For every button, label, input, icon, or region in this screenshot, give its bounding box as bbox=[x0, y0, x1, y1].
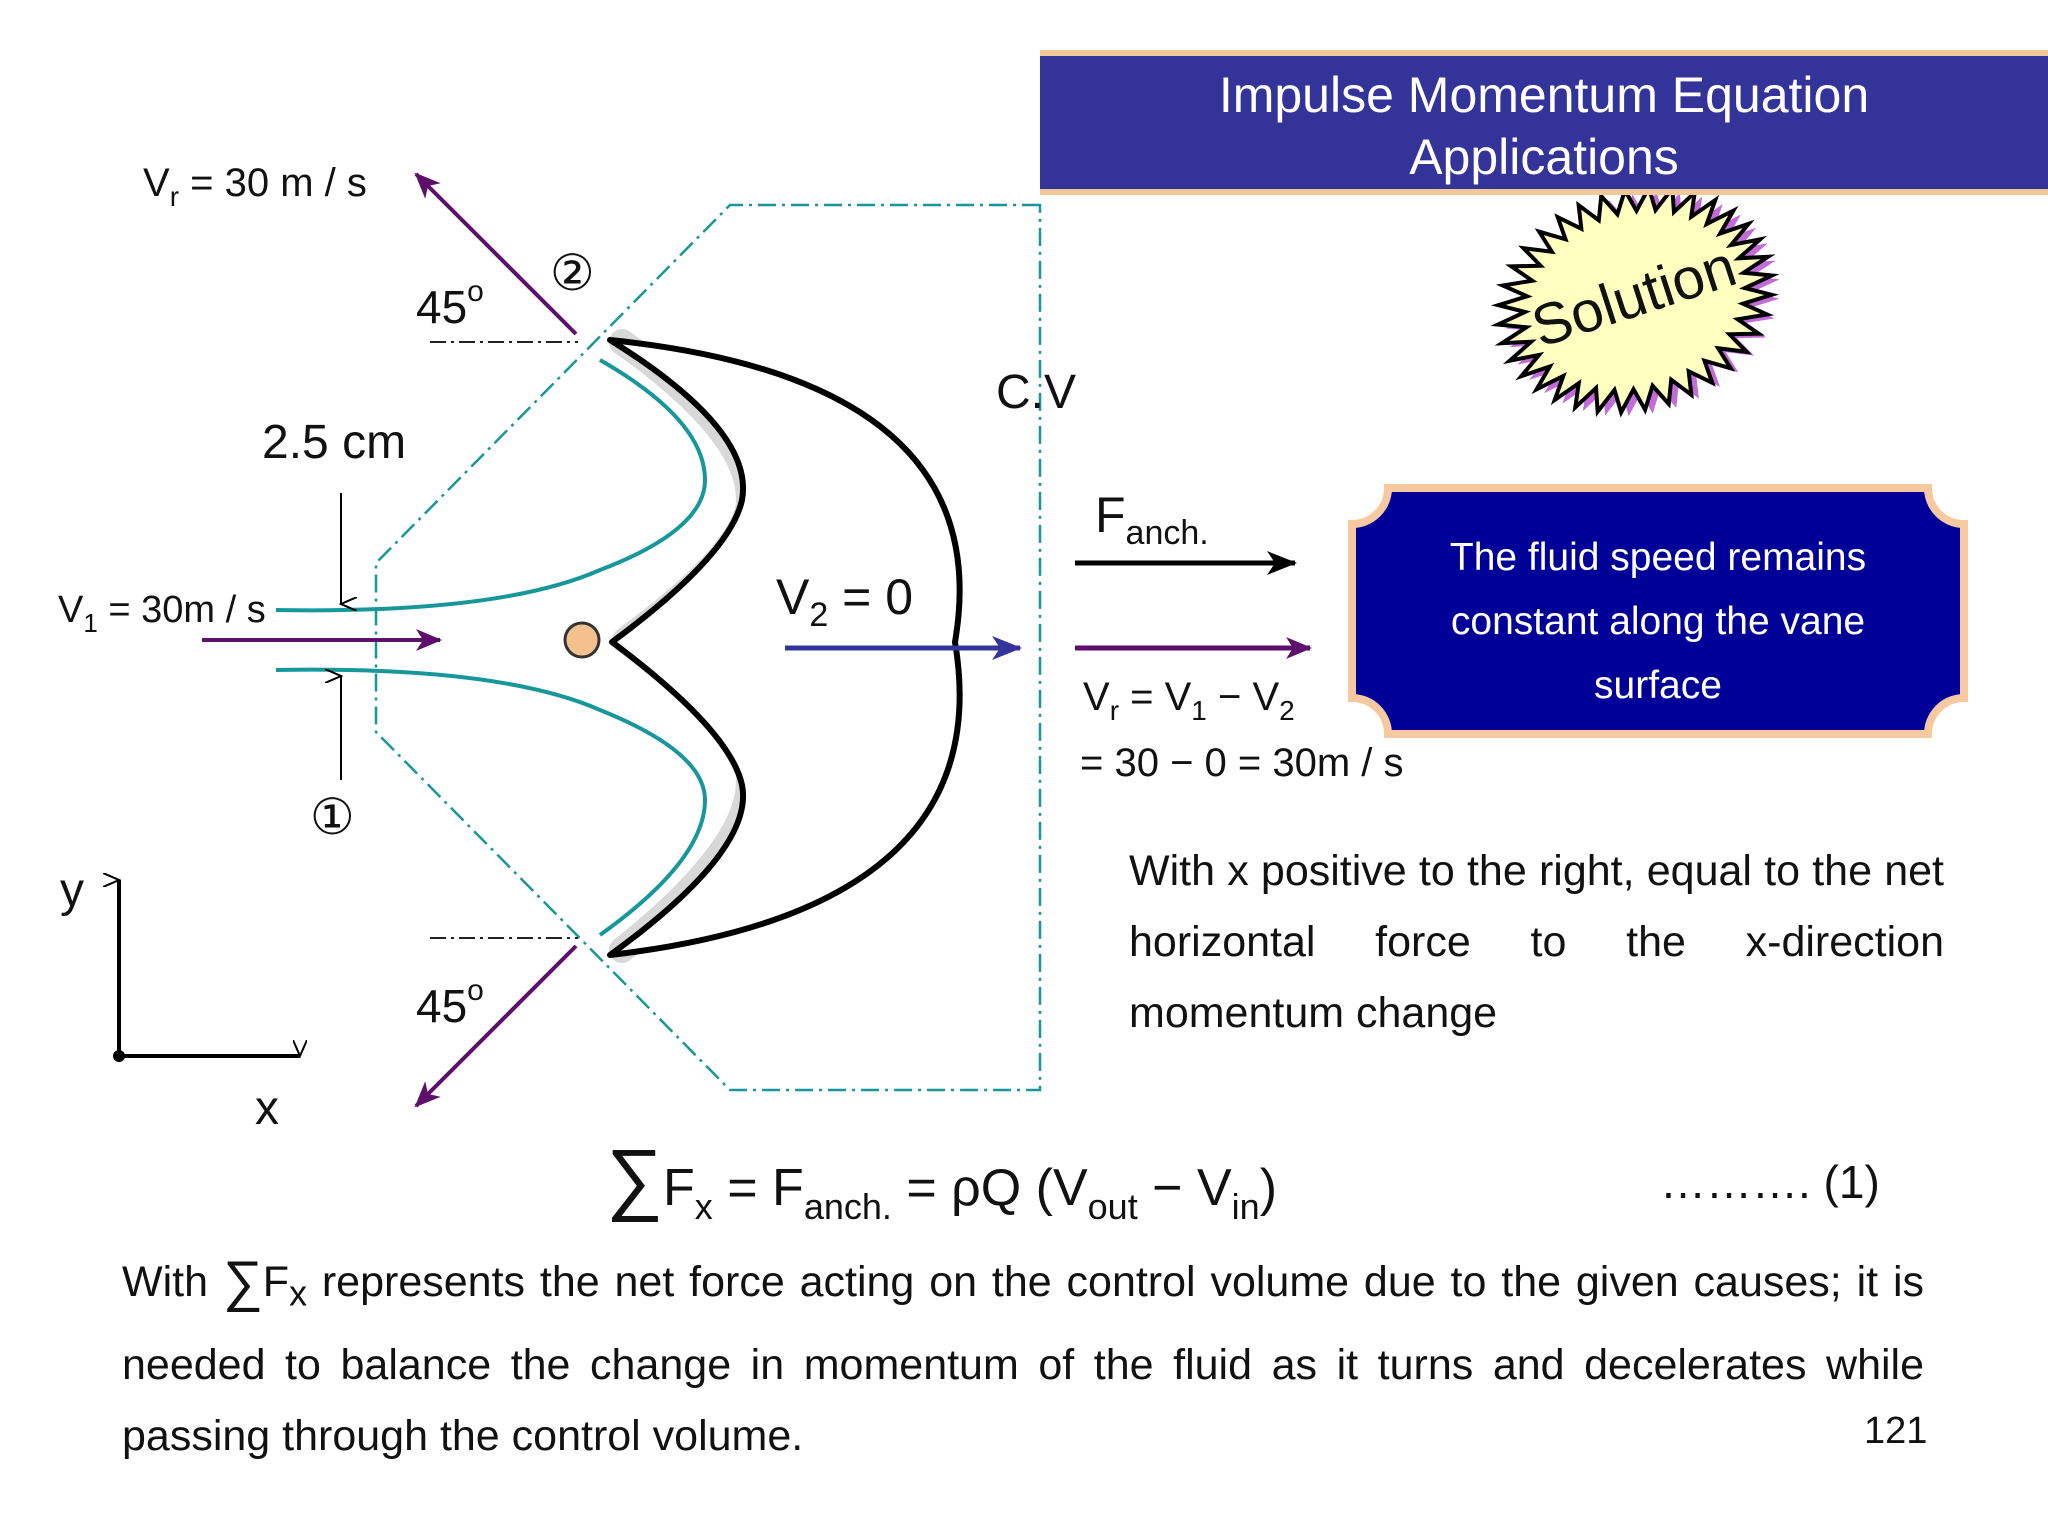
outlet-arrow-top bbox=[414, 172, 578, 336]
explanation-text: With x positive to the right, equal to t… bbox=[1129, 847, 1944, 1037]
vr-eq-label: Vr = V1 − V2 bbox=[1083, 675, 1295, 726]
vane bbox=[607, 337, 963, 958]
bottom-paragraph: With ∑Fx represents the net force acting… bbox=[122, 1249, 1925, 1460]
note-box: The fluid speed remains constant along t… bbox=[1346, 482, 1970, 740]
title-bar: Impulse Momentum Equation Applications bbox=[1040, 50, 2048, 195]
note-line-2: constant along the vane bbox=[1450, 600, 1866, 643]
width-label: 2.5 cm bbox=[262, 416, 406, 469]
page-number: 121 bbox=[1864, 1410, 1928, 1452]
axis-origin bbox=[113, 1050, 125, 1062]
axis-x-label: x bbox=[255, 1082, 279, 1135]
cv-label: C.V bbox=[996, 366, 1076, 419]
section-2-marker: ② bbox=[550, 245, 595, 301]
momentum-equation: ∑Fx = Fanch. = ρQ (Vout − Vin) bbox=[606, 1133, 1277, 1227]
title-line-1: Impulse Momentum Equation bbox=[1218, 67, 1870, 123]
note-line-3: surface bbox=[1594, 664, 1722, 707]
f-anch-label: Fanch. bbox=[1095, 487, 1209, 552]
title-line-2: Applications bbox=[1409, 129, 1679, 185]
jet-lower bbox=[275, 667, 708, 937]
v1-label: V1 = 30m / s bbox=[58, 589, 266, 638]
angle-top-label: 45o bbox=[416, 275, 484, 333]
vr-top-label: Vr = 30 m / s bbox=[143, 161, 367, 212]
v2-label: V2 = 0 bbox=[776, 569, 913, 634]
jet-upper bbox=[275, 358, 708, 613]
section-1-marker: ① bbox=[310, 789, 355, 845]
vr-eq-line2: = 30 − 0 = 30m / s bbox=[1080, 741, 1404, 785]
outlet-arrow-bottom bbox=[414, 944, 578, 1108]
equation-number: ………. (1) bbox=[1660, 1156, 1880, 1208]
control-volume-boundary bbox=[374, 203, 1042, 1092]
solution-burst: Solution bbox=[1490, 182, 1780, 418]
angle-bottom-label: 45o bbox=[416, 974, 484, 1032]
axis-y-label: y bbox=[60, 864, 84, 917]
note-line-1: The fluid speed remains bbox=[1449, 536, 1867, 579]
nozzle-dot bbox=[563, 621, 601, 659]
